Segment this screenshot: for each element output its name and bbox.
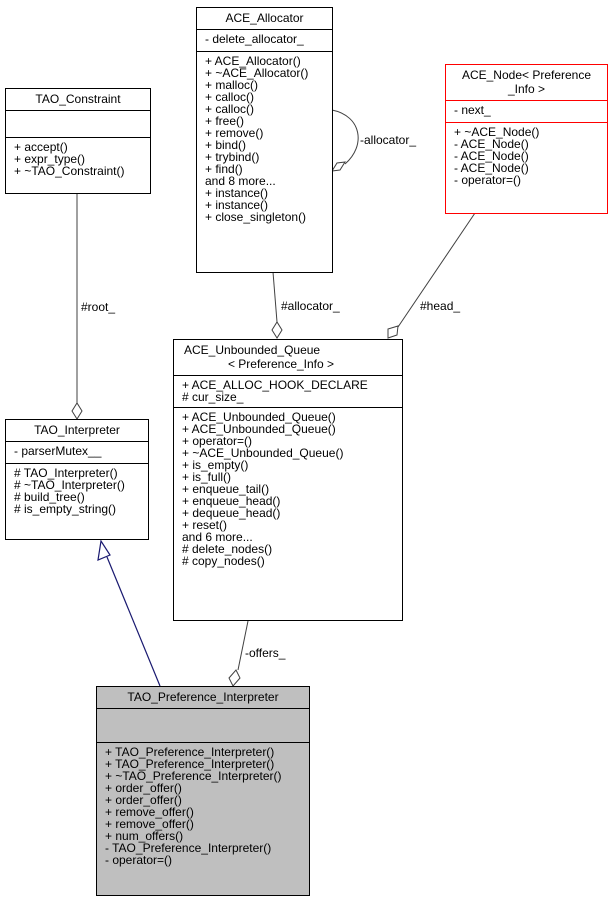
class-title-line1: ACE_Node< Preference (461, 68, 592, 82)
class-operation: # TAO_Interpreter() (14, 466, 118, 480)
edge-inheritance (97, 539, 161, 687)
class-attributes: + ACE_ALLOC_HOOK_DECLARE# cur_size_ (174, 376, 402, 408)
edge-label-allocator: #allocator_ (281, 299, 340, 313)
class-attribute: - delete_allocator_ (205, 32, 304, 46)
composition-diamond-icon (387, 325, 399, 339)
composition-diamond-icon (228, 669, 241, 687)
class-attribute: + ACE_ALLOC_HOOK_DECLARE (182, 378, 368, 392)
class-operation: + dequeue_head() (182, 506, 281, 520)
edge-label-root: #root_ (81, 300, 115, 314)
class-operation: + operator=() (182, 434, 253, 448)
edge-label-head: #head_ (420, 299, 460, 313)
class-operation: - TAO_Preference_Interpreter() (105, 841, 272, 855)
class-operations: # TAO_Interpreter()# ~TAO_Interpreter()#… (6, 464, 148, 520)
class-attribute: - parserMutex__ (14, 444, 102, 458)
class-attributes: - parserMutex__ (6, 442, 148, 464)
class-operation: + order_offer() (105, 781, 182, 795)
class-operation: # delete_nodes() (182, 542, 273, 556)
class-title-line2: < Preference_Info > (227, 357, 335, 371)
class-title: TAO_Interpreter (6, 420, 148, 442)
inheritance-arrow-icon (97, 539, 111, 561)
class-operation: + remove_offer() (105, 805, 194, 819)
class-operation: + remove_offer() (105, 817, 194, 831)
class-tao-preference-interpreter[interactable]: TAO_Preference_Interpreter + TAO_Prefere… (96, 686, 310, 896)
class-title-line1: ACE_Unbounded_Queue (184, 343, 321, 357)
class-operation: and 8 more... (205, 174, 276, 188)
class-attributes: - next_ (446, 101, 607, 123)
edge-head: #head_ (387, 212, 476, 339)
class-operation: + malloc() (205, 78, 259, 92)
class-ace-node[interactable]: ACE_Node< Preference _Info > - next_ + ~… (445, 64, 608, 214)
class-title: ACE_Allocator (197, 8, 332, 30)
class-operation: + free() (205, 114, 245, 128)
class-operation: + calloc() (205, 102, 255, 116)
class-operation: + ~ACE_Node() (454, 125, 540, 139)
class-attributes: - delete_allocator_ (197, 30, 332, 52)
class-title: TAO_Constraint (6, 89, 150, 111)
class-operation: + enqueue_tail() (182, 482, 270, 496)
class-operation: + is_full() (182, 470, 232, 484)
class-operations: + ~ACE_Node()- ACE_Node()- ACE_Node()- A… (446, 123, 607, 191)
class-operation: - operator=() (105, 853, 173, 867)
class-operation: + trybind() (205, 150, 260, 164)
class-operation: + ACE_Allocator() (205, 54, 301, 68)
class-tao-constraint[interactable]: TAO_Constraint + accept()+ expr_type()+ … (5, 88, 151, 194)
edge-allocator: #allocator_ (271, 271, 340, 339)
class-operation: + reset() (182, 518, 228, 532)
class-operations: + ACE_Allocator()+ ~ACE_Allocator()+ mal… (197, 52, 332, 228)
class-operation: + find() (205, 162, 243, 176)
edge-allocator-self: -allocator_ (331, 109, 416, 172)
class-operations: + accept()+ expr_type()+ ~TAO_Constraint… (6, 138, 150, 182)
class-title: ACE_Unbounded_Queue < Preference_Info > (174, 340, 402, 376)
class-ace-allocator[interactable]: ACE_Allocator - delete_allocator_ + ACE_… (196, 7, 333, 273)
class-operation: + order_offer() (105, 793, 182, 807)
class-attributes (97, 709, 309, 743)
class-operation: # is_empty_string() (14, 502, 117, 516)
class-operation: + instance() (205, 198, 269, 212)
class-operation: + close_singleton() (205, 210, 307, 224)
class-operation: + calloc() (205, 90, 255, 104)
class-attribute: # cur_size_ (182, 390, 244, 404)
composition-diamond-icon (271, 321, 283, 339)
class-operation: + accept() (14, 140, 68, 154)
composition-diamond-icon (331, 161, 346, 172)
class-title-line2: _Info > (507, 82, 546, 96)
class-ace-unbounded-queue[interactable]: ACE_Unbounded_Queue < Preference_Info > … (173, 339, 403, 621)
edge-root: #root_ (71, 193, 115, 420)
class-attribute: - next_ (454, 103, 491, 117)
class-operation: - ACE_Node() (454, 149, 529, 163)
class-operation: + expr_type() (14, 152, 86, 166)
class-operation: + TAO_Preference_Interpreter() (105, 745, 275, 759)
class-operation: + remove() (205, 126, 264, 140)
class-operation: + bind() (205, 138, 247, 152)
class-operation: and 6 more... (182, 530, 253, 544)
edge-offers: -offers_ (228, 620, 286, 687)
class-operations: + TAO_Preference_Interpreter()+ TAO_Pref… (97, 743, 309, 871)
class-attributes (6, 111, 150, 138)
class-operation: + instance() (205, 186, 269, 200)
class-operation: + enqueue_head() (182, 494, 281, 508)
composition-diamond-icon (71, 402, 83, 420)
class-operation: + ~ACE_Allocator() (205, 66, 309, 80)
class-operation: + ACE_Unbounded_Queue() (182, 422, 336, 436)
class-operation: + ACE_Unbounded_Queue() (182, 410, 336, 424)
class-operation: # build_tree() (14, 490, 85, 504)
class-operation: + ~TAO_Constraint() (14, 164, 125, 178)
class-operation: # ~TAO_Interpreter() (14, 478, 125, 492)
class-operation: + TAO_Preference_Interpreter() (105, 757, 275, 771)
edge-label-allocator-self: -allocator_ (360, 133, 416, 147)
class-operation: - ACE_Node() (454, 137, 529, 151)
class-operation: + ~TAO_Preference_Interpreter() (105, 769, 282, 783)
class-operation: + num_offers() (105, 829, 184, 843)
class-operation: - operator=() (454, 173, 522, 187)
class-operation: - ACE_Node() (454, 161, 529, 175)
class-operation: # copy_nodes() (182, 554, 265, 568)
edge-label-offers: -offers_ (245, 646, 286, 660)
class-operation: + ~ACE_Unbounded_Queue() (182, 446, 344, 460)
class-tao-interpreter[interactable]: TAO_Interpreter - parserMutex__ # TAO_In… (5, 419, 149, 540)
class-title: TAO_Preference_Interpreter (97, 687, 309, 709)
class-title: ACE_Node< Preference _Info > (446, 65, 607, 101)
class-operations: + ACE_Unbounded_Queue()+ ACE_Unbounded_Q… (174, 408, 402, 572)
class-operation: + is_empty() (182, 458, 249, 472)
